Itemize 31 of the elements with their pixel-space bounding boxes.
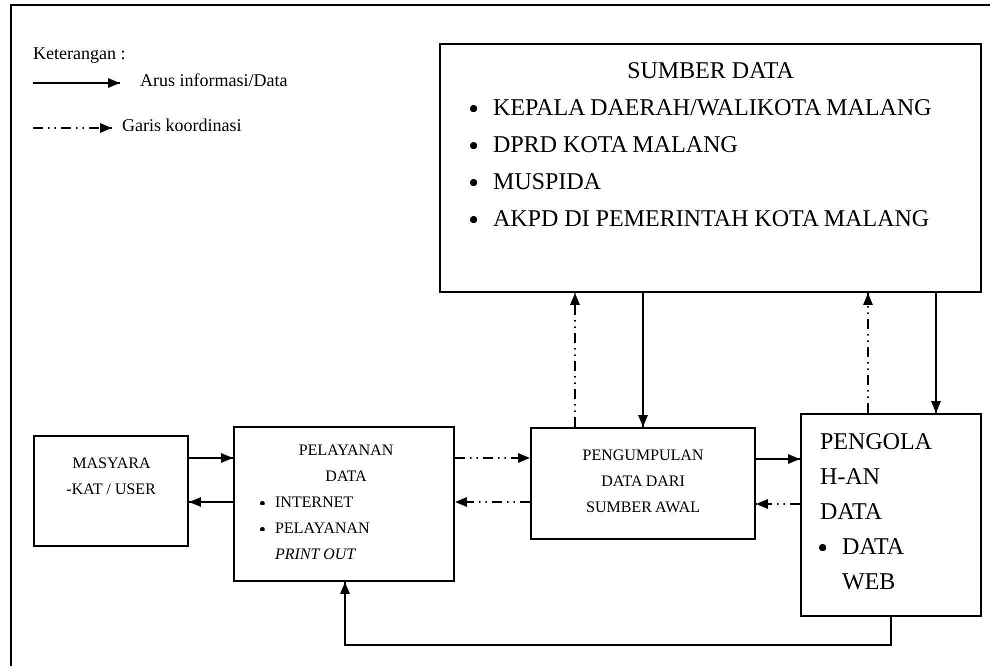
- bullet-item: KEPALA DAERAH/WALIKOTA MALANG: [492, 94, 932, 123]
- process-box: [439, 43, 982, 293]
- box-title: PENGUMPULAN DATA DARI SUMBER AWAL: [582, 446, 704, 518]
- box-title: MASYARA -KAT / USER: [66, 454, 156, 500]
- bullet-item: MUSPIDA: [492, 168, 602, 197]
- legend-label: Garis koordinasi: [122, 115, 242, 136]
- box-title: SUMBER DATA: [626, 57, 795, 86]
- dash-dot-arrow: [455, 497, 530, 507]
- bullet-item: DPRD KOTA MALANG: [492, 131, 738, 160]
- box-title: PELAYANAN DATA: [298, 441, 394, 487]
- dash-dot-arrow: [756, 499, 800, 509]
- legend-label: Arus informasi/Data: [140, 70, 288, 91]
- arrow: [189, 497, 233, 507]
- legend-title: Keterangan :: [33, 43, 126, 64]
- bullet-item: DATA WEB: [842, 533, 903, 597]
- box-title: PENGOLA H-AN DATA: [820, 428, 931, 527]
- process-box: [233, 426, 455, 582]
- dash-dot-arrow: [863, 293, 873, 413]
- arrow: [638, 293, 648, 427]
- process-box: [800, 413, 982, 617]
- bullet-item: INTERNET: [275, 493, 354, 513]
- bullet-item: AKPD DI PEMERINTAH KOTA MALANG: [492, 205, 930, 234]
- arrow: [931, 293, 941, 413]
- arrow: [340, 582, 892, 646]
- arrow: [756, 454, 800, 464]
- bullet-item: PELAYANAN PRINT OUT: [275, 519, 371, 565]
- process-box: [530, 427, 756, 540]
- arrow: [189, 453, 233, 463]
- process-box: [33, 435, 189, 547]
- dash-dot-arrow: [570, 293, 580, 427]
- dash-dot-arrow: [455, 453, 530, 463]
